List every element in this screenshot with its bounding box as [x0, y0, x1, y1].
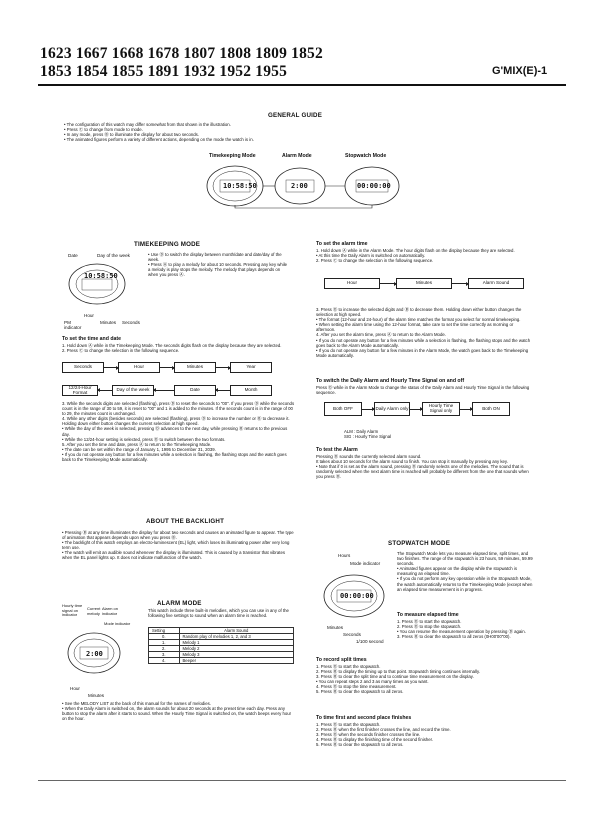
- label-sw-hours: Hours: [338, 553, 351, 558]
- mode-cycle-diagram: [206, 165, 400, 209]
- timekeeping-bullets: • Use Ⓓ to switch the display between mo…: [148, 252, 288, 278]
- label-sw-minutes: Minutes: [327, 625, 344, 630]
- seq-both-on: Both ON: [472, 402, 510, 416]
- stopwatch-display: 00:00:00: [340, 592, 374, 600]
- seq-hour: Hour: [118, 362, 160, 373]
- label-sw-seconds: Seconds: [343, 632, 361, 637]
- general-guide-title: GENERAL GUIDE: [268, 112, 323, 119]
- switch-alarm-title: To switch the Daily Alarm and Hourly Tim…: [316, 378, 465, 384]
- return-arrow-icon: [234, 205, 373, 209]
- elapsed-time-steps: 1. Press Ⓓ to start the stopwatch.2. Pre…: [397, 619, 526, 640]
- set-alarm-title: To set the alarm time: [316, 241, 368, 247]
- set-time-steps: 1. Hold down Ⓐ while in the Timekeeping …: [62, 343, 282, 354]
- general-guide-text: • The configuration of this watch may di…: [64, 122, 254, 143]
- table-row: 4.Beeper: [148, 657, 294, 664]
- top-rule: [38, 84, 566, 86]
- stopwatch-mode-label: Stopwatch Mode: [345, 153, 387, 159]
- bottom-rule: [38, 780, 566, 781]
- label-current-melody: Current melody: [87, 606, 101, 616]
- display-stopwatch: 00:00:00: [357, 182, 391, 190]
- label-hour: Hour: [84, 313, 94, 318]
- stopwatch-watch-illustration: [323, 574, 385, 618]
- split-times-steps: 1. Press Ⓓ to start the stopwatch.2. Pre…: [316, 664, 481, 695]
- alarm-title: ALARM MODE: [157, 600, 202, 607]
- finishes-steps: 1. Press Ⓓ to start the stopwatch.2. Pre…: [316, 722, 451, 748]
- label-date: Date: [68, 253, 78, 258]
- label-hourly-signal-indicator: Hourly time signal on indicator: [62, 603, 83, 618]
- display-timekeeping: 10:58:50: [223, 182, 257, 190]
- alarm-status-sequence: Both OFF Daily Alarm only Hourly Time Si…: [324, 402, 510, 416]
- label-alarm-minutes: Minutes: [88, 693, 105, 698]
- seq-minutes: Minutes: [174, 362, 216, 373]
- series-code: G'MIX(E)-1: [492, 65, 548, 77]
- model-numbers-line1: 1623 1667 1668 1678 1807 1808 1809 1852: [40, 45, 323, 62]
- elapsed-time-title: To measure elapsed time: [397, 612, 459, 618]
- label-minutes: Minutes: [100, 320, 117, 325]
- label-alarm-hour: Hour: [70, 686, 80, 691]
- test-alarm-text: Pressing Ⓓ sounds the currently selected…: [316, 454, 529, 480]
- label-day-of-week: Day of the week: [97, 253, 130, 258]
- seq-seconds: Seconds: [62, 362, 104, 373]
- backlight-text: • Pressing Ⓑ at any time illuminates the…: [62, 530, 294, 561]
- finishes-title: To time first and second place finishes: [316, 715, 412, 721]
- seq-month: Month: [230, 385, 272, 396]
- seq-both-off: Both OFF: [324, 402, 362, 416]
- backlight-title: ABOUT THE BACKLIGHT: [146, 518, 225, 525]
- set-alarm-instructions: 3. Press Ⓓ to increase the selected digi…: [316, 307, 531, 358]
- label-seconds: Seconds: [122, 320, 140, 325]
- seq-alarm-hour: Hour: [324, 278, 380, 289]
- stopwatch-title: STOPWATCH MODE: [388, 540, 451, 547]
- time-setting-sequence-row1: Seconds Hour Minutes Year: [62, 362, 272, 373]
- label-sw-hundredths: 1/100 second: [356, 639, 384, 644]
- model-numbers-line2: 1853 1854 1855 1891 1932 1952 1955: [40, 63, 288, 80]
- timekeeping-display: 10:58:50: [84, 272, 118, 280]
- alarm-mode-label: Alarm Mode: [282, 153, 312, 159]
- time-setting-sequence-row2: 12/24-Hour Format Day of the week Date M…: [62, 385, 272, 396]
- timekeeping-mode-label: Timekeeping Mode: [209, 153, 256, 159]
- set-time-title: To set the time and date: [62, 336, 121, 342]
- timekeeping-title: TIMEKEEPING MODE: [134, 241, 201, 248]
- seq-alarm-sound: Alarm Sound: [468, 278, 524, 289]
- display-alarm: 2:00: [291, 182, 308, 190]
- seq-hourly-signal-only: Hourly Time Signal only: [422, 402, 460, 416]
- label-mode-indicator: Mode indicator: [104, 621, 131, 626]
- split-times-title: To record split times: [316, 657, 367, 663]
- seq-daily-alarm-only: Daily Alarm only: [374, 402, 410, 416]
- seq-day-of-week: Day of the week: [112, 385, 154, 396]
- label-pm-indicator: PM indicator: [64, 320, 82, 330]
- test-alarm-title: To test the Alarm: [316, 447, 358, 453]
- switch-alarm-text: Press Ⓓ while in the Alarm Mode to chang…: [316, 385, 530, 396]
- seq-year: Year: [230, 362, 272, 373]
- label-alarm-on-indicator: Alarm on indicator: [102, 606, 119, 616]
- alarm-display: 2:00: [86, 650, 103, 658]
- time-setting-instructions: 3. While the seconds digits are selected…: [62, 401, 295, 463]
- stopwatch-intro: The Stopwatch Mode lets you measure elap…: [397, 551, 533, 592]
- seq-alarm-minutes: Minutes: [396, 278, 452, 289]
- alarm-setting-sequence: Hour Minutes Alarm Sound: [324, 278, 524, 289]
- alarm-notes: • See the MELODY LIST at the back of thi…: [62, 701, 292, 722]
- seq-12-24-hour: 12/24-Hour Format: [62, 385, 98, 396]
- alarm-watch-illustration: [67, 632, 121, 674]
- alarm-intro: This watch include three built-in melodi…: [148, 608, 289, 619]
- label-sw-mode-indicator: Mode indicator: [350, 561, 381, 566]
- set-alarm-steps: 1. Hold down Ⓐ while in the Alarm Mode. …: [316, 248, 515, 264]
- seq-date: Date: [174, 385, 216, 396]
- timekeeping-watch-illustration: [68, 263, 126, 305]
